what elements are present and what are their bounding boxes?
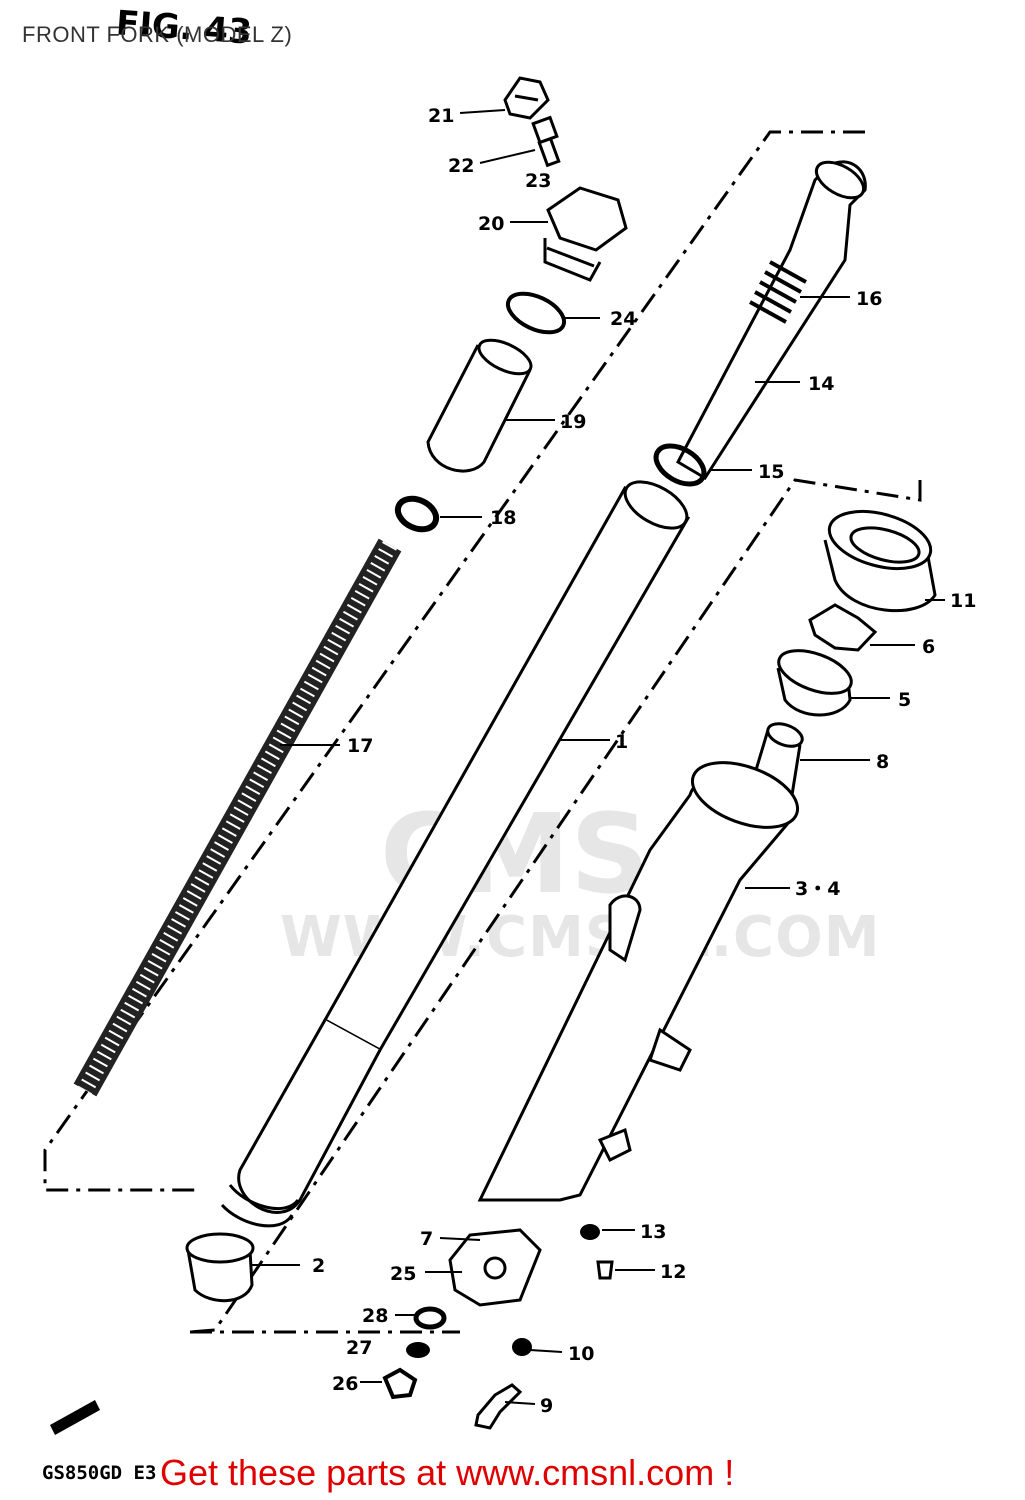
callout-12: 12 (660, 1261, 686, 1283)
callout-8: 8 (876, 751, 889, 773)
callout-5: 5 (898, 689, 911, 711)
callout-13: 13 (640, 1221, 666, 1243)
part-13-washer (580, 1224, 600, 1240)
part-17-spring (73, 538, 402, 1097)
part-20-bolt (543, 186, 628, 282)
callout-24: 24 (610, 308, 636, 330)
part-3-4-outer-tube (477, 761, 800, 1202)
callout-10: 10 (568, 1343, 594, 1365)
callout-18: 18 (490, 507, 516, 529)
part-26-nut (382, 1367, 418, 1400)
part-21-cap (503, 76, 550, 120)
part-2-bush (185, 1232, 255, 1303)
callout-20: 20 (478, 213, 504, 235)
part-27-washer (406, 1342, 430, 1358)
callout-7: 7 (420, 1228, 433, 1250)
callout-17: 17 (347, 735, 373, 757)
part-18-washer (394, 495, 440, 533)
part-10-gasket (512, 1338, 532, 1356)
callout-19: 19 (560, 411, 586, 433)
part-16-rebound-spring (749, 260, 807, 324)
part-11-oil-seal (823, 510, 937, 613)
part-6-clip (808, 603, 878, 652)
callout-14: 14 (808, 373, 834, 395)
callout-9: 9 (540, 1395, 553, 1417)
callout-26: 26 (332, 1373, 358, 1395)
model-code: GS850GD E3 (42, 1462, 157, 1484)
callout-15: 15 (758, 461, 784, 483)
callout-1: 1 (615, 731, 628, 753)
part-25-axle-holder (448, 1228, 542, 1307)
part-22-valve (531, 115, 561, 168)
callout-11: 11 (950, 590, 976, 612)
part-1-inner-tube (220, 480, 691, 1228)
callout-3-4: 3・4 (795, 878, 840, 900)
part-28-washer (413, 1306, 447, 1330)
callout-28: 28 (362, 1305, 388, 1327)
part-24-o-ring (505, 291, 567, 335)
group-outline-outer (189, 478, 922, 1334)
part-5-spacer (776, 649, 853, 717)
callout-22: 22 (448, 155, 474, 177)
callout-2: 2 (312, 1255, 325, 1277)
group-outline-inner (43, 130, 865, 1192)
callout-23: 23 (525, 170, 551, 192)
part-12-screw (596, 1260, 614, 1280)
part-15-ring (653, 443, 707, 487)
callout-21: 21 (428, 105, 454, 127)
front-arrow-icon (50, 1400, 100, 1435)
callout-25: 25 (390, 1263, 416, 1285)
callout-27: 27 (346, 1337, 372, 1359)
callout-labels: 21 22 23 20 24 19 18 17 1 2 16 14 15 11 … (312, 105, 976, 1417)
part-19-spacer (426, 338, 533, 473)
page-title: FRONT FORK (MODEL Z) (22, 22, 293, 47)
callout-6: 6 (922, 636, 935, 658)
callout-16: 16 (856, 288, 882, 310)
part-14-damper-rod (676, 160, 867, 481)
part-9-bolt (474, 1383, 523, 1430)
cmsnl-parts-link[interactable]: Get these parts at www.cmsnl.com ! (160, 1452, 735, 1493)
leader-lines (250, 109, 945, 1405)
